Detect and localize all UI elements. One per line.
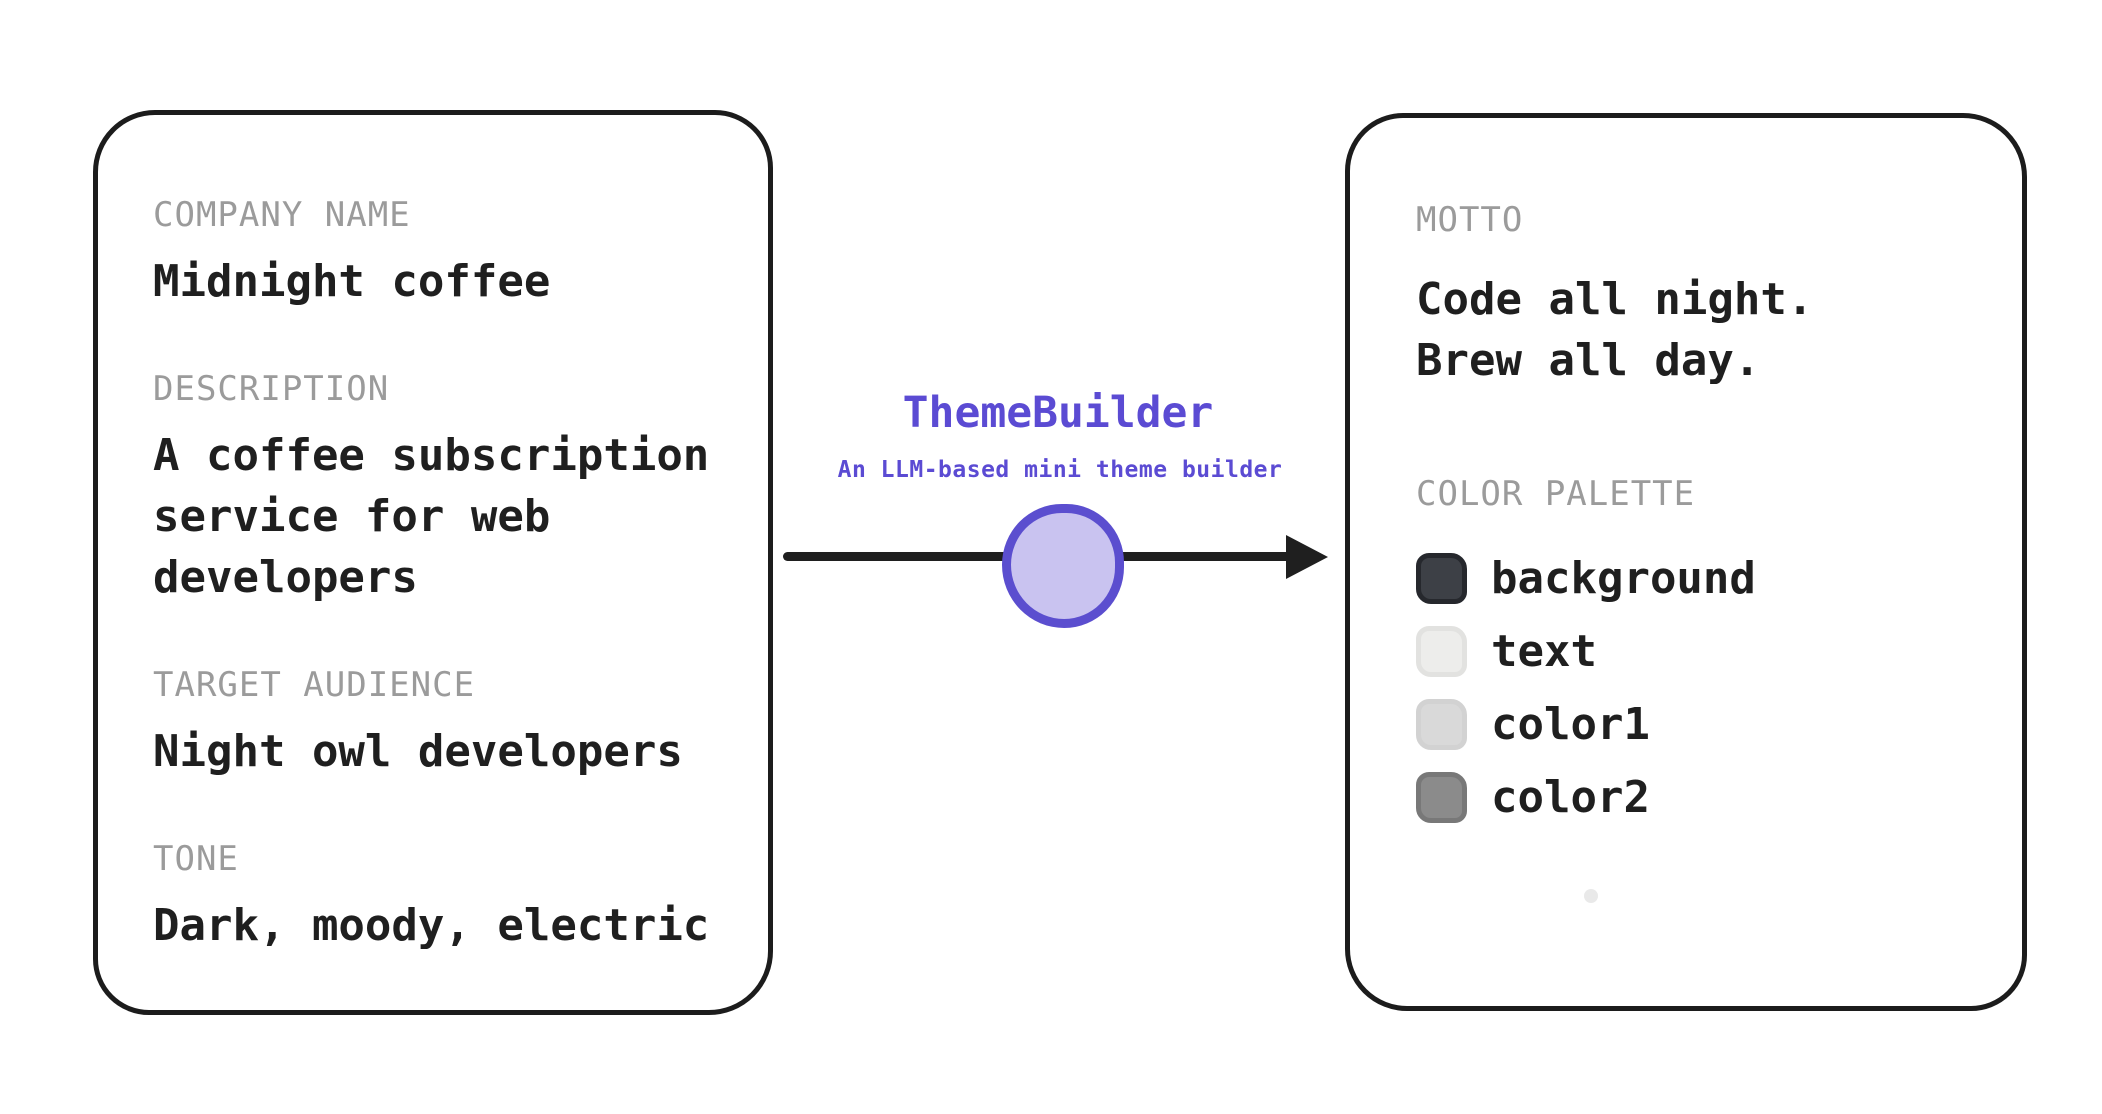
swatch-name: text <box>1491 625 1597 677</box>
input-card: COMPANY NAME Midnight coffee DESCRIPTION… <box>93 110 773 1015</box>
field-tone: TONE Dark, moody, electric <box>153 839 722 956</box>
palette-row: color1 <box>1416 688 1982 761</box>
swatch-name: background <box>1491 552 1756 604</box>
color1-swatch <box>1416 699 1467 750</box>
field-label: DESCRIPTION <box>153 369 390 409</box>
palette-row: color2 <box>1416 761 1982 834</box>
motto-line: Code all night. <box>1416 274 1814 325</box>
field-label: COMPANY NAME <box>153 195 411 235</box>
palette-row: text <box>1416 615 1982 688</box>
field-value: Dark, moody, electric <box>153 900 710 951</box>
palette-label: COLOR PALETTE <box>1416 474 1696 514</box>
swatch-name: color1 <box>1491 698 1650 750</box>
field-target-audience: TARGET AUDIENCE Night owl developers <box>153 665 722 782</box>
themebuilder-subtitle: An LLM-based mini theme builder <box>837 457 1283 483</box>
motto-line: Brew all day. <box>1416 335 1761 386</box>
color2-swatch <box>1416 772 1467 823</box>
field-label: TONE <box>153 839 239 879</box>
field-value: Night owl developers <box>153 726 683 777</box>
themebuilder-title: ThemeBuilder <box>902 388 1214 438</box>
background-swatch <box>1416 553 1467 604</box>
motto-section: MOTTO Code all night. Brew all day. <box>1416 200 1982 391</box>
palette-row: background <box>1416 542 1982 615</box>
swatch-name: color2 <box>1491 771 1650 823</box>
flow-arrow-head-icon <box>1286 535 1328 579</box>
field-company-name: COMPANY NAME Midnight coffee <box>153 195 722 312</box>
text-swatch <box>1416 626 1467 677</box>
themebuilder-node <box>1002 504 1124 628</box>
field-description: DESCRIPTION A coffee subscription servic… <box>153 369 722 608</box>
output-card: MOTTO Code all night. Brew all day. COLO… <box>1345 113 2027 1011</box>
decorative-dot <box>1584 889 1598 903</box>
field-value: A coffee subscription service for web de… <box>153 430 710 603</box>
motto-label: MOTTO <box>1416 200 1524 240</box>
field-label: TARGET AUDIENCE <box>153 665 476 705</box>
field-value: Midnight coffee <box>153 256 551 307</box>
palette-section: COLOR PALETTE background text color1 col… <box>1416 474 1982 834</box>
